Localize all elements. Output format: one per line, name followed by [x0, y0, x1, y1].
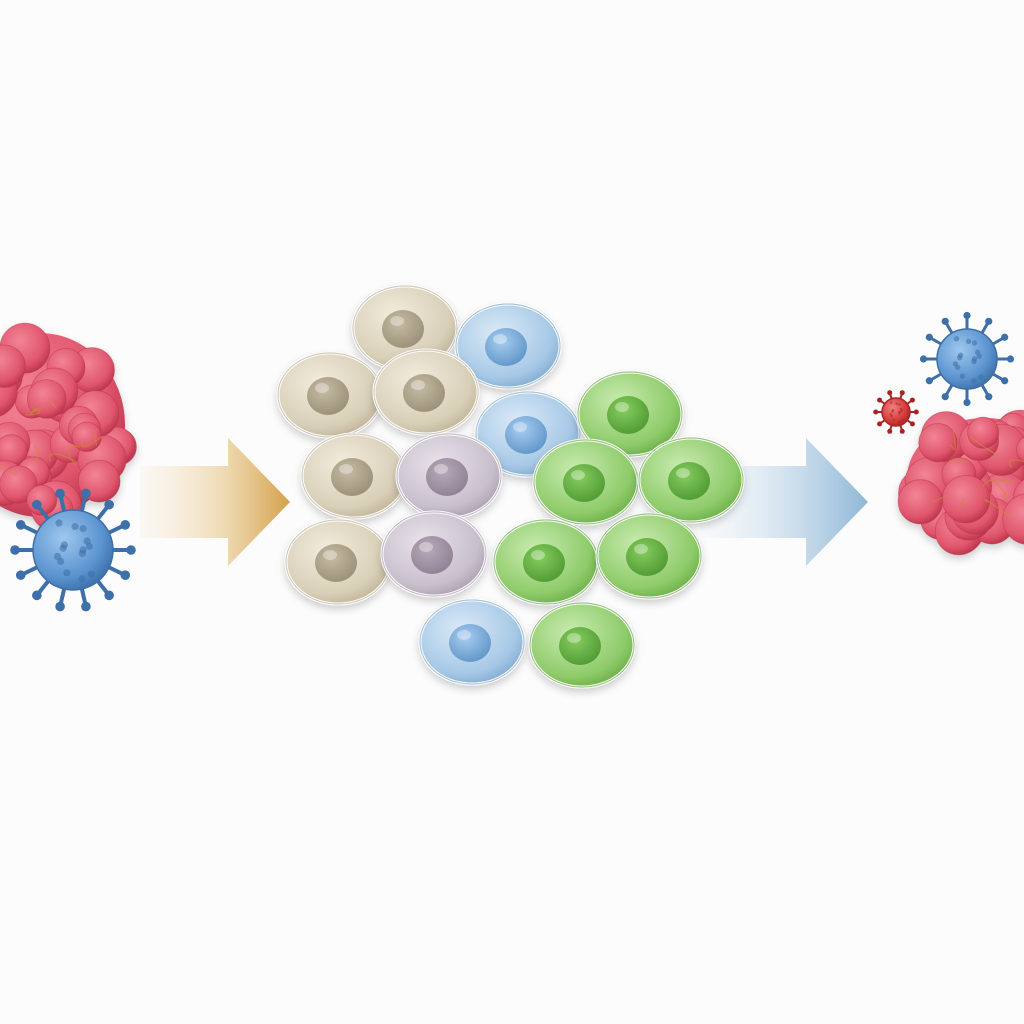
cell-nucleus — [411, 536, 453, 574]
cell-nucleus — [382, 310, 424, 348]
virus-blue-large-left — [10, 488, 136, 612]
cell-blue — [454, 302, 562, 390]
cell-nucleus — [315, 544, 357, 582]
virus-red-small-right — [873, 390, 919, 434]
cell-green — [637, 436, 745, 524]
cell-beige — [276, 351, 384, 439]
cell-green — [528, 601, 636, 689]
cell-green — [576, 370, 684, 458]
tumor-mass-right — [897, 409, 1024, 556]
cell-nucleus — [449, 624, 491, 662]
cell-nucleus — [563, 464, 605, 502]
cell-purple — [380, 510, 488, 598]
cell-green — [492, 518, 600, 606]
cell-beige — [372, 348, 480, 436]
cell-beige — [284, 518, 392, 606]
cell-beige — [300, 432, 408, 520]
cell-nucleus — [485, 328, 527, 366]
cell-nucleus — [307, 377, 349, 415]
cell-blue — [418, 598, 526, 686]
cell-nucleus — [559, 627, 601, 665]
virus-blue-small-right — [919, 311, 1015, 407]
cell-nucleus — [426, 458, 468, 496]
cell-nucleus — [626, 538, 668, 576]
cell-nucleus — [668, 462, 710, 500]
cell-nucleus — [403, 374, 445, 412]
cell-nucleus — [607, 396, 649, 434]
cell-purple — [395, 432, 503, 520]
cell-nucleus — [505, 416, 547, 454]
cell-green — [532, 438, 640, 526]
cell-nucleus — [523, 544, 565, 582]
cell-nucleus — [331, 458, 373, 496]
arrow-left-gold — [140, 438, 290, 566]
cell-green — [595, 512, 703, 600]
tumor-mass-left — [0, 322, 137, 533]
cell-cluster — [276, 284, 745, 689]
